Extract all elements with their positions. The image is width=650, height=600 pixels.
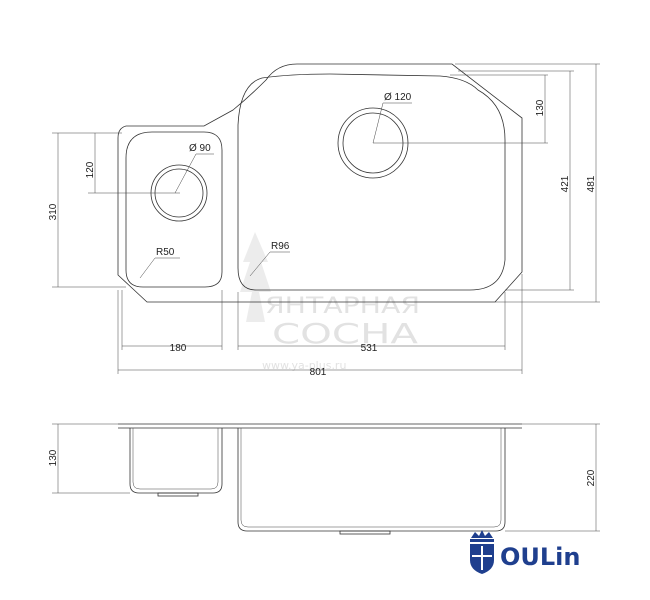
dim-total-height: 481 [586,175,597,192]
dim-large-bowl-height: 421 [560,175,571,192]
brand-logo: OULin [470,530,581,574]
side-large-drain [339,530,391,535]
dim-total-width: 801 [310,367,327,378]
side-view: 130 220 [48,423,600,535]
dim-small-drain-offset: 120 [85,161,96,178]
brand-name: OULin [500,543,581,571]
small-radius-label: R50 [156,247,175,258]
crest-icon [470,530,494,574]
sink-outer-rim [117,63,523,303]
watermark: ЯНТАРНАЯ СОСНА www.ya-plus.ru [240,232,420,372]
dim-large-drain-offset: 130 [535,99,546,116]
watermark-pine-icon [240,232,271,322]
side-large-bowl [237,428,506,532]
large-radius-label: R96 [271,241,290,252]
large-bowl-outline [237,73,506,291]
top-view: Ø 90 Ø 120 R50 R96 120 310 130 421 481 [48,63,600,378]
dim-small-depth: 130 [48,449,59,466]
watermark-line2: СОСНА [272,317,418,350]
dim-small-bowl-width: 180 [170,343,187,354]
small-drain-label: Ø 90 [189,143,211,154]
small-bowl-outline [125,131,223,288]
dim-small-bowl-height: 310 [48,203,59,220]
watermark-line1: ЯНТАРНАЯ [265,294,420,319]
side-small-bowl [129,428,223,494]
large-drain-label: Ø 120 [384,92,412,103]
dim-large-bowl-width: 531 [361,343,378,354]
side-small-drain [157,492,199,497]
watermark-url: www.ya-plus.ru [262,359,346,372]
dim-large-depth: 220 [586,469,597,486]
